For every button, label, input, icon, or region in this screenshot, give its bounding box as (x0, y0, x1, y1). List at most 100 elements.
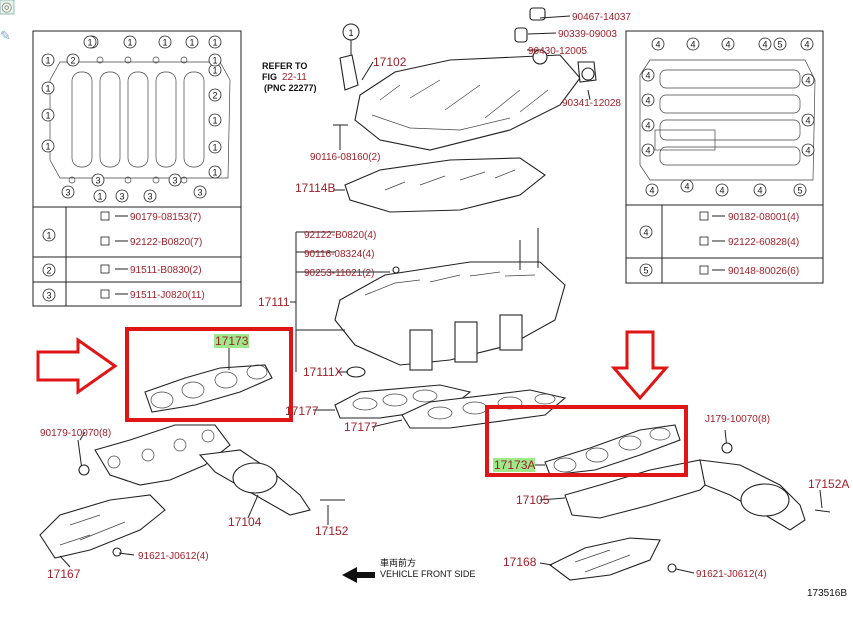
left-callout-9: 2 (66, 53, 80, 67)
right-callout-12: 4 (645, 183, 659, 197)
left-callout-22-number: 1 (212, 56, 217, 66)
left-callout-13-number: 1 (212, 168, 217, 178)
part-label-90467-14037[interactable]: 90467-14037 (572, 12, 631, 23)
part-label-17173[interactable]: 17173 (215, 334, 249, 348)
left-table-key-1: 1 (42, 228, 56, 242)
right-callout-16-number: 5 (797, 186, 802, 196)
part-label-90116-08324[interactable]: 90116-08324(4) (304, 249, 374, 260)
left-table-key-1-ring (42, 228, 56, 242)
part-label-17104[interactable]: 17104 (228, 515, 262, 529)
tool-grid-icon[interactable] (0, 0, 15, 15)
left-callout-markers: 111111111221113333331111 (41, 35, 222, 203)
right-callout-9-number: 4 (805, 76, 810, 86)
bolt-icon (100, 264, 110, 274)
part-label-90179-10070-l[interactable]: 90179-10070(8) (40, 428, 111, 439)
part-label-17167[interactable]: 17167 (47, 567, 81, 581)
left-callout-22: 1 (208, 53, 222, 67)
left-callout-23-number: 1 (97, 192, 102, 202)
left-callout-4: 1 (208, 35, 222, 49)
left-callout-9-number: 2 (70, 56, 75, 66)
gasket-17173 (144, 348, 273, 413)
left-callout-6: 1 (41, 108, 55, 122)
part-label-17152a[interactable]: 17152A (808, 477, 849, 491)
part-label-90179-10070-r[interactable]: J179-10070(8) (705, 414, 770, 425)
left-callout-15-ring (91, 173, 105, 187)
right-table-part-4-0[interactable]: 90182-08001(4) (728, 212, 799, 223)
part-label-91621-j0612-r[interactable]: 91621-J0612(4) (696, 569, 767, 580)
refer-to-line1: REFER TO (262, 61, 307, 71)
part-label-17111[interactable]: 17111 (258, 295, 290, 309)
left-callout-6-ring (41, 108, 55, 122)
part-label-90253-11021[interactable]: 90253-11021(2) (304, 268, 374, 279)
part-label-17152[interactable]: 17152 (315, 524, 349, 538)
right-callout-14: 4 (715, 183, 729, 197)
tool-pointer-icon[interactable]: ✎ (0, 29, 11, 44)
refer-callout-number: 1 (348, 28, 353, 38)
right-callout-12-number: 4 (649, 186, 654, 196)
part-label-17173a[interactable]: 17173A (494, 458, 535, 472)
part-label-90430-12005[interactable]: 90430-12005 (528, 46, 587, 57)
bolt-icon (699, 211, 709, 221)
right-callout-8-number: 4 (645, 146, 650, 156)
part-label-17177-b[interactable]: 17177 (344, 420, 378, 434)
left-table-part-1-1[interactable]: 92122-B0820(7) (130, 237, 202, 248)
part-label-17105[interactable]: 17105 (516, 493, 550, 507)
right-table-key-4-number: 4 (643, 228, 648, 238)
part-label-90116-08160[interactable]: 90116-08160(2) (310, 152, 380, 163)
right-callout-7-ring (641, 118, 655, 132)
right-callout-9-ring (801, 73, 815, 87)
right-callout-11: 4 (801, 143, 815, 157)
left-callout-18-ring (168, 173, 182, 187)
part-label-90341-12028[interactable]: 90341-12028 (562, 98, 621, 109)
right-callout-9: 4 (801, 73, 815, 87)
right-table-part-5-0[interactable]: 90148-80026(6) (728, 266, 799, 277)
tool-eye-icon[interactable]: ◎ (1, 0, 12, 15)
refer-to-line2: FIG (262, 72, 277, 82)
left-callout-21-number: 1 (45, 56, 50, 66)
bolt-icon (100, 236, 110, 246)
right-callout-2-number: 4 (725, 40, 730, 50)
part-label-17114b[interactable]: 17114B (295, 181, 335, 195)
part-label-90339-09003[interactable]: 90339-09003 (558, 29, 617, 40)
left-callout-20: 1 (83, 35, 97, 49)
part-label-92122-b0820-4[interactable]: 92122-B0820(4) (304, 230, 376, 241)
right-callout-17-number: 5 (777, 40, 782, 50)
bolt-icon (100, 211, 110, 221)
left-callout-18: 3 (168, 173, 182, 187)
left-callout-7: 1 (41, 139, 55, 153)
right-table-key-4: 4 (639, 225, 653, 239)
bolt-icon (100, 289, 110, 299)
left-table-part-1-0[interactable]: 90179-08153(7) (130, 212, 201, 223)
left-callout-19-number: 3 (197, 188, 202, 198)
left-callout-3-number: 1 (189, 38, 194, 48)
part-label-17177-a[interactable]: 17177 (285, 404, 319, 418)
part-label-17102[interactable]: 17102 (373, 55, 407, 69)
right-table-key-5-ring (639, 263, 653, 277)
part-label-17168[interactable]: 17168 (503, 555, 537, 569)
left-table-part-2-0[interactable]: 91511-B0830(2) (130, 265, 202, 276)
left-callout-1-number: 1 (127, 38, 132, 48)
refer-fig-link[interactable]: 22-11 (282, 72, 307, 83)
leader-lines (59, 15, 823, 574)
left-table-part-3-0[interactable]: 91511-J0820(11) (130, 290, 205, 301)
left-callout-11-number: 1 (212, 116, 217, 126)
left-table-key-3-number: 3 (46, 291, 51, 301)
toolbar-icons[interactable]: ◎ ✎ (0, 0, 15, 44)
left-callout-2-number: 1 (162, 38, 167, 48)
vehicle-front-label-en: VEHICLE FRONT SIDE (380, 569, 475, 579)
right-table-part-4-1[interactable]: 92122-60828(4) (728, 237, 799, 248)
part-number-labels: 17102 90116-08160(2) 17114B 92122-B0820(4) 9… (40, 12, 849, 599)
right-callout-8: 4 (641, 143, 655, 157)
part-label-17111x[interactable]: 17111X (303, 365, 343, 379)
intake-manifold-lower (334, 228, 566, 378)
left-callout-8: 1 (208, 63, 222, 77)
left-callout-16: 3 (115, 189, 129, 203)
right-callout-12-ring (645, 183, 659, 197)
left-callout-14: 3 (61, 185, 75, 199)
left-callout-5: 1 (41, 81, 55, 95)
right-table-key-5: 5 (639, 263, 653, 277)
part-label-91621-j0612-l[interactable]: 91621-J0612(4) (138, 551, 209, 562)
right-callout-1-number: 4 (690, 40, 695, 50)
